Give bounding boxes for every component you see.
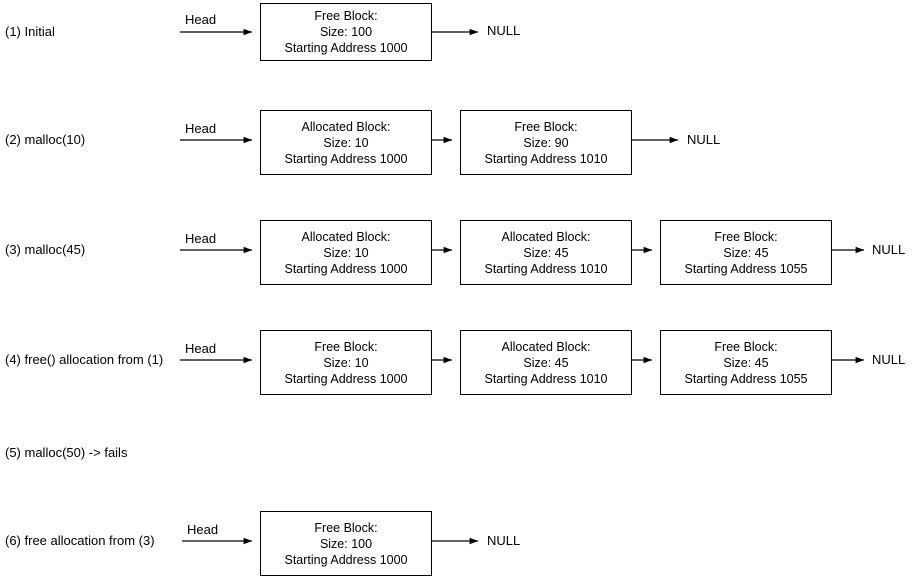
step-row-1: (1) Initial Head Free Block: Size: 100 S… [0,0,921,71]
block-free-10: Free Block: Size: 10 Starting Address 10… [260,330,432,395]
head-label-6: Head [187,522,219,537]
block-allocated-10: Allocated Block: Size: 10 Starting Addre… [260,220,432,285]
head-label-4: Head [185,341,217,356]
null-label-1: NULL [487,23,521,38]
block-size: Size: 100 [319,25,373,39]
step-label-1: (1) Initial [5,24,55,39]
block-type: Free Block: [514,119,578,134]
step-row-6: (6) free allocation from (3) Head Free B… [0,506,921,576]
block-allocated-45: Allocated Block: Size: 45 Starting Addre… [460,220,632,285]
step-label-6: (6) free allocation from (3) [5,533,155,548]
block-type: Free Block: [714,339,778,354]
step-label-2: (2) malloc(10) [5,132,86,147]
block-size: Size: 10 [323,355,369,370]
block-type: Allocated Block: [501,339,591,354]
block-address: Starting Address 1000 [284,371,408,386]
block-type: Free Block: [314,520,378,535]
block-size: Size: 10 [323,245,369,260]
block-type: Allocated Block: [301,119,391,134]
block-address: Starting Address 1055 [684,371,808,386]
block-address: Starting Address 1000 [284,552,408,567]
null-label-4: NULL [872,352,906,367]
block-size: Size: 45 [723,355,769,370]
block-address: Starting Address 1010 [484,371,608,386]
block-address: Starting Address 1000 [284,261,408,276]
step-label-3: (3) malloc(45) [5,242,86,257]
block-type: Free Block: [314,339,378,354]
step-label-4: (4) free() allocation from (1) [5,352,164,367]
block-allocated-45: Allocated Block: Size: 45 Starting Addre… [460,330,632,395]
block-type: Allocated Block: [501,229,591,244]
block-address: Starting Address 1000 [284,151,408,166]
block-free-90: Free Block: Size: 90 Starting Address 10… [460,110,632,175]
block-free-100: Free Block: Size: 100 Starting Address 1… [260,511,432,576]
step-row-4: (4) free() allocation from (1) Head Free… [0,325,921,400]
block-free-45: Free Block: Size: 45 Starting Address 10… [660,220,832,285]
step-row-2: (2) malloc(10) Head Allocated Block: Siz… [0,105,921,180]
step-row-3: (3) malloc(45) Head Allocated Block: Siz… [0,215,921,290]
block-size: Size: 10 [323,135,369,150]
block-type: Free Block: [714,229,778,244]
block-size: Size: 45 [523,355,569,370]
block-address: Starting Address 1055 [684,261,808,276]
head-label-3: Head [185,231,217,246]
block-free-100: Free Block: Size: 100 Starting Address 1… [260,3,432,61]
null-label-3: NULL [872,242,906,257]
null-label-2: NULL [687,132,721,147]
head-label-2: Head [185,121,217,136]
block-allocated-10: Allocated Block: Size: 10 Starting Addre… [260,110,432,175]
block-size: Size: 100 [319,536,373,551]
step-label-5: (5) malloc(50) -> fails [5,445,128,460]
step-row-5: (5) malloc(50) -> fails [0,435,921,465]
block-free-45: Free Block: Size: 45 Starting Address 10… [660,330,832,395]
block-address: Starting Address 1010 [484,151,608,166]
block-type: Allocated Block: [301,229,391,244]
block-size: Size: 90 [523,135,569,150]
null-label-6: NULL [487,533,521,548]
head-label-1: Head [185,12,217,27]
block-size: Size: 45 [723,245,769,260]
block-address: Starting Address 1000 [284,41,408,55]
block-type: Free Block: [314,9,378,23]
block-address: Starting Address 1010 [484,261,608,276]
block-size: Size: 45 [523,245,569,260]
